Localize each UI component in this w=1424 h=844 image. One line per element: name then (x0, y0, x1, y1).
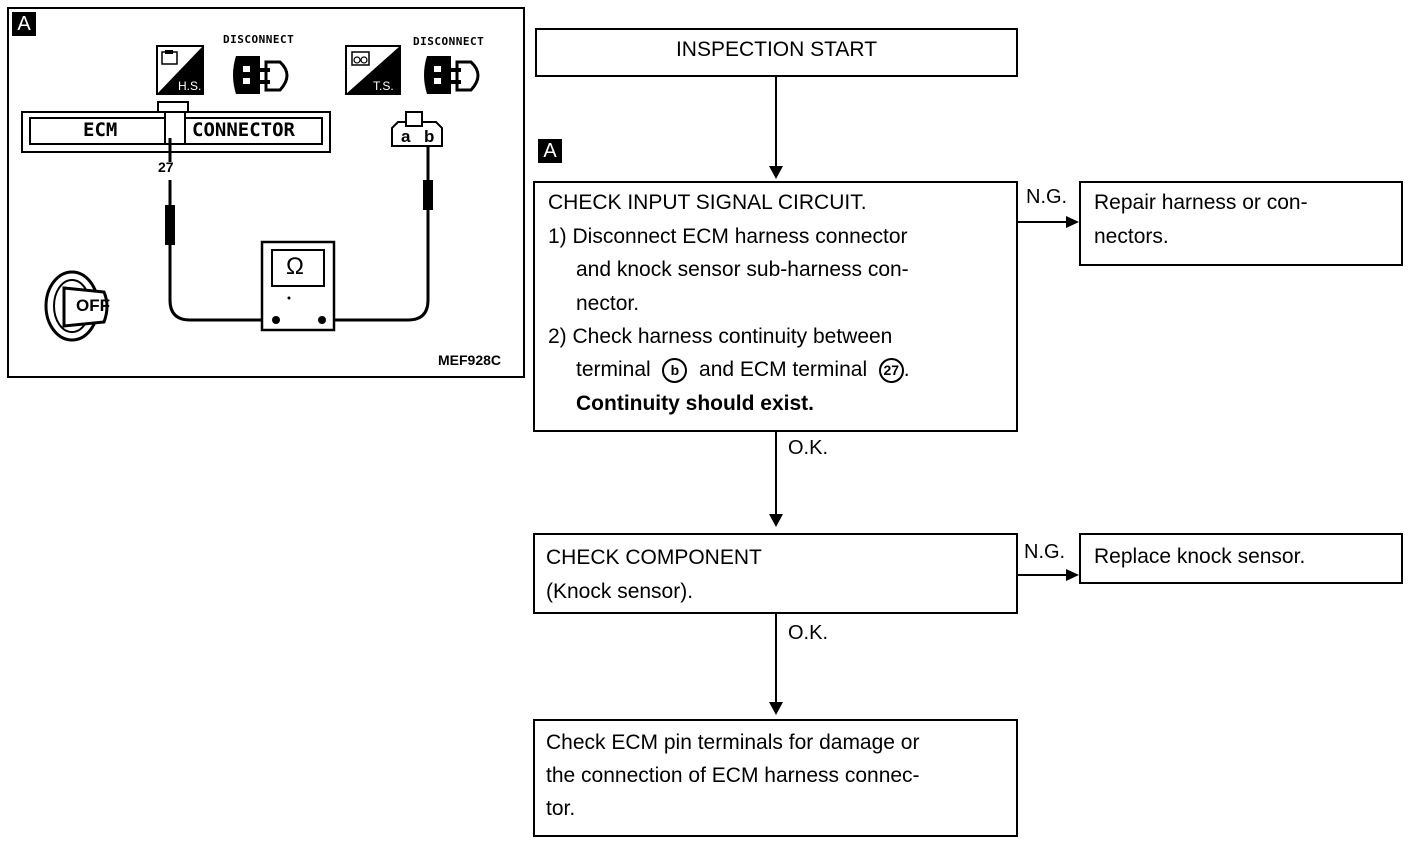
step1-line: nector. (576, 292, 640, 315)
check-ecm-pins-box (533, 719, 1018, 837)
connector-line (1018, 221, 1068, 223)
panel-badge: A (12, 12, 36, 36)
final-line: tor. (546, 797, 576, 820)
step2-line: CHECK COMPONENT (546, 546, 762, 569)
flow-badge: A (538, 139, 562, 163)
terminal-27-circle: 27 (878, 358, 904, 383)
arrow-down (769, 702, 783, 715)
connector-label: CONNECTOR (192, 119, 295, 141)
ecm-label: ECM (83, 119, 118, 141)
hand-sensor-icon (156, 45, 204, 95)
step2-line: (Knock sensor). (546, 580, 694, 603)
final-line: Check ECM pin terminals for damage or (546, 731, 920, 754)
final-line: the connection of ECM harness connec- (546, 764, 920, 787)
terminal-b-circle: b (662, 358, 688, 383)
check-input-signal-box (533, 181, 1018, 432)
step1-terminal-line: terminal b and ECM terminal 27. (576, 353, 910, 387)
step1-line: 2) Check harness continuity between (548, 325, 893, 348)
ng-label: N.G. (1024, 541, 1066, 563)
replace-sensor-box (1079, 533, 1403, 584)
hs-label: H.S. (178, 79, 202, 93)
period: . (903, 358, 910, 381)
tool-sensor-icon (345, 45, 401, 95)
meter-probe-left (165, 180, 270, 322)
ok-label: O.K. (788, 622, 829, 644)
connector-line (775, 614, 777, 704)
disconnect-label: DISCONNECT (413, 35, 485, 48)
disconnect-connector-icon (233, 56, 289, 94)
continuity-note: Continuity should exist. (576, 392, 815, 415)
knock-sensor-connector (391, 111, 443, 170)
wiring-diagram (21, 45, 480, 342)
inspection-start-label: INSPECTION START (675, 38, 878, 61)
connector-line (1018, 574, 1068, 576)
off-label: OFF (76, 296, 110, 315)
disconnect-label: DISCONNECT (223, 33, 295, 46)
disconnect-connector-icon (424, 56, 480, 94)
repair-line: Repair harness or con- (1094, 191, 1308, 214)
meter-probe-right (325, 170, 433, 322)
ts-label: T.S. (373, 79, 394, 93)
terminal-text: terminal (576, 358, 651, 381)
check-component-box (533, 533, 1018, 614)
ng-label: N.G. (1026, 186, 1068, 208)
replace-label: Replace knock sensor. (1094, 545, 1306, 568)
ecm-connector (21, 101, 331, 162)
connector-line (775, 432, 777, 516)
ecm-pin-number: 27 (158, 159, 174, 175)
inspection-start-box (535, 28, 1018, 77)
step1-title: CHECK INPUT SIGNAL CIRCUIT. (548, 191, 867, 214)
ok-label: O.K. (788, 437, 829, 459)
ecm-terminal-text: and ECM terminal (699, 358, 868, 381)
terminal-a-label: a (401, 127, 411, 146)
step1-line: 1) Disconnect ECM harness connector (548, 225, 908, 248)
ohmmeter (260, 240, 336, 332)
step1-line: and knock sensor sub-harness con- (576, 258, 909, 281)
arrow-down (769, 166, 783, 179)
ohm-symbol: Ω (286, 253, 304, 280)
arrow-right (1066, 569, 1079, 581)
repair-line: nectors. (1094, 225, 1169, 248)
repair-harness-box (1079, 181, 1403, 266)
arrow-right (1066, 216, 1079, 228)
ignition-key-off-icon (44, 270, 109, 342)
terminal-b-label: b (424, 127, 435, 146)
arrow-down (769, 514, 783, 527)
connector-line (775, 77, 777, 168)
figure-code: MEF928C (438, 352, 502, 368)
